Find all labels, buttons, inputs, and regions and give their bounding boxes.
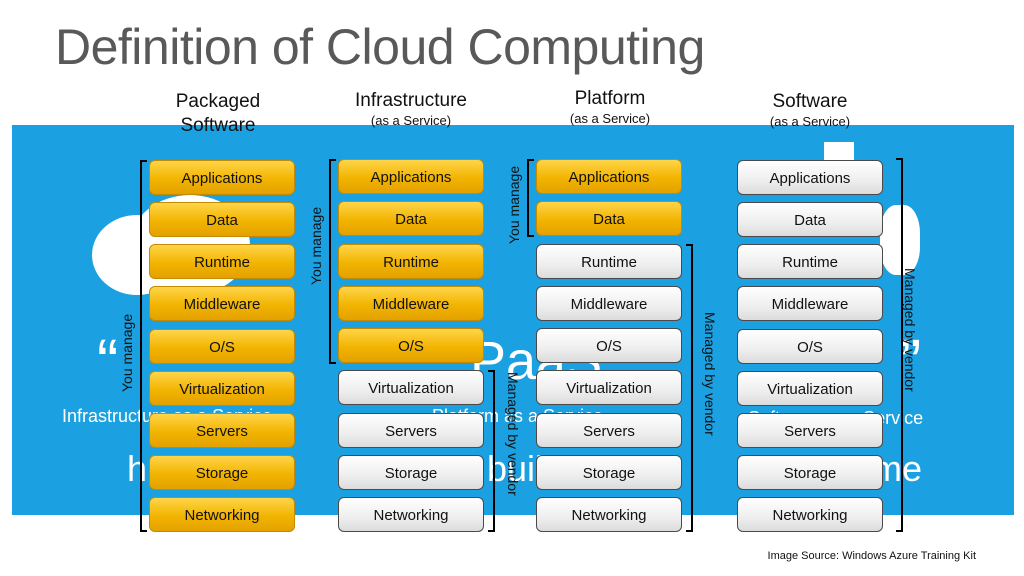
column-header-iaas: Infrastructure (as a Service) — [336, 89, 486, 129]
packaged-applications: Applications — [149, 160, 295, 195]
bracket-paas-you-manage — [527, 159, 534, 237]
column-title: Packaged — [175, 91, 261, 112]
column-title: Infrastructure — [355, 90, 467, 111]
bracket-saas-vendor — [896, 158, 903, 532]
packaged-os: O/S — [149, 329, 295, 364]
paas-data: Data — [536, 201, 682, 236]
label-paas-vendor: Managed by vendor — [702, 312, 718, 436]
packaged-middleware: Middleware — [149, 286, 295, 321]
column-header-paas: Platform (as a Service) — [535, 87, 685, 127]
cloud-shape-right — [880, 205, 920, 275]
column-title-line2: Software — [180, 115, 256, 136]
quote-iaas: “ — [97, 326, 119, 398]
packaged-virtualization: Virtualization — [149, 371, 295, 406]
iaas-storage: Storage — [338, 455, 484, 490]
saas-networking: Networking — [737, 497, 883, 532]
packaged-data: Data — [149, 202, 295, 237]
bracket-iaas-you-manage — [329, 159, 336, 364]
saas-virtualization: Virtualization — [737, 371, 883, 406]
iaas-virtualization: Virtualization — [338, 370, 484, 405]
paas-os: O/S — [536, 328, 682, 363]
paas-servers: Servers — [536, 413, 682, 448]
label-packaged-you-manage: You manage — [119, 313, 135, 392]
bracket-iaas-vendor — [488, 370, 495, 532]
column-title: Software — [772, 91, 848, 112]
paas-storage: Storage — [536, 455, 682, 490]
saas-applications: Applications — [737, 160, 883, 195]
saas-os: O/S — [737, 329, 883, 364]
saas-middleware: Middleware — [737, 286, 883, 321]
saas-servers: Servers — [737, 413, 883, 448]
packaged-networking: Networking — [149, 497, 295, 532]
iaas-networking: Networking — [338, 497, 484, 532]
column-subtitle: (as a Service) — [569, 111, 651, 126]
iaas-servers: Servers — [338, 413, 484, 448]
paas-middleware: Middleware — [536, 286, 682, 321]
paas-applications: Applications — [536, 159, 682, 194]
label-iaas-you-manage: You manage — [308, 206, 324, 285]
iaas-applications: Applications — [338, 159, 484, 194]
image-source-caption: Image Source: Windows Azure Training Kit — [767, 550, 976, 562]
iaas-runtime: Runtime — [338, 244, 484, 279]
paas-runtime: Runtime — [536, 244, 682, 279]
bracket-paas-vendor — [686, 244, 693, 532]
packaged-runtime: Runtime — [149, 244, 295, 279]
label-saas-vendor: Managed by vendor — [902, 268, 918, 392]
iaas-os: O/S — [338, 328, 484, 363]
paas-networking: Networking — [536, 497, 682, 532]
paas-virtualization: Virtualization — [536, 370, 682, 405]
label-paas-you-manage: You manage — [506, 165, 522, 244]
saas-runtime: Runtime — [737, 244, 883, 279]
column-subtitle: (as a Service) — [769, 114, 851, 129]
packaged-servers: Servers — [149, 413, 295, 448]
white-block — [824, 142, 854, 160]
column-header-saas: Software (as a Service) — [735, 90, 885, 130]
page-title: Definition of Cloud Computing — [55, 19, 705, 75]
bottom-fragment-1: h — [127, 448, 148, 489]
packaged-storage: Storage — [149, 455, 295, 490]
label-iaas-vendor: Managed by vendor — [505, 372, 521, 496]
column-header-packaged: Packaged Software — [148, 90, 288, 138]
column-title: Platform — [574, 88, 646, 109]
bracket-packaged-you-manage — [140, 160, 147, 532]
iaas-data: Data — [338, 201, 484, 236]
saas-data: Data — [737, 202, 883, 237]
column-subtitle: (as a Service) — [370, 113, 452, 128]
saas-storage: Storage — [737, 455, 883, 490]
iaas-middleware: Middleware — [338, 286, 484, 321]
quote-saas-close: ” — [900, 326, 922, 398]
